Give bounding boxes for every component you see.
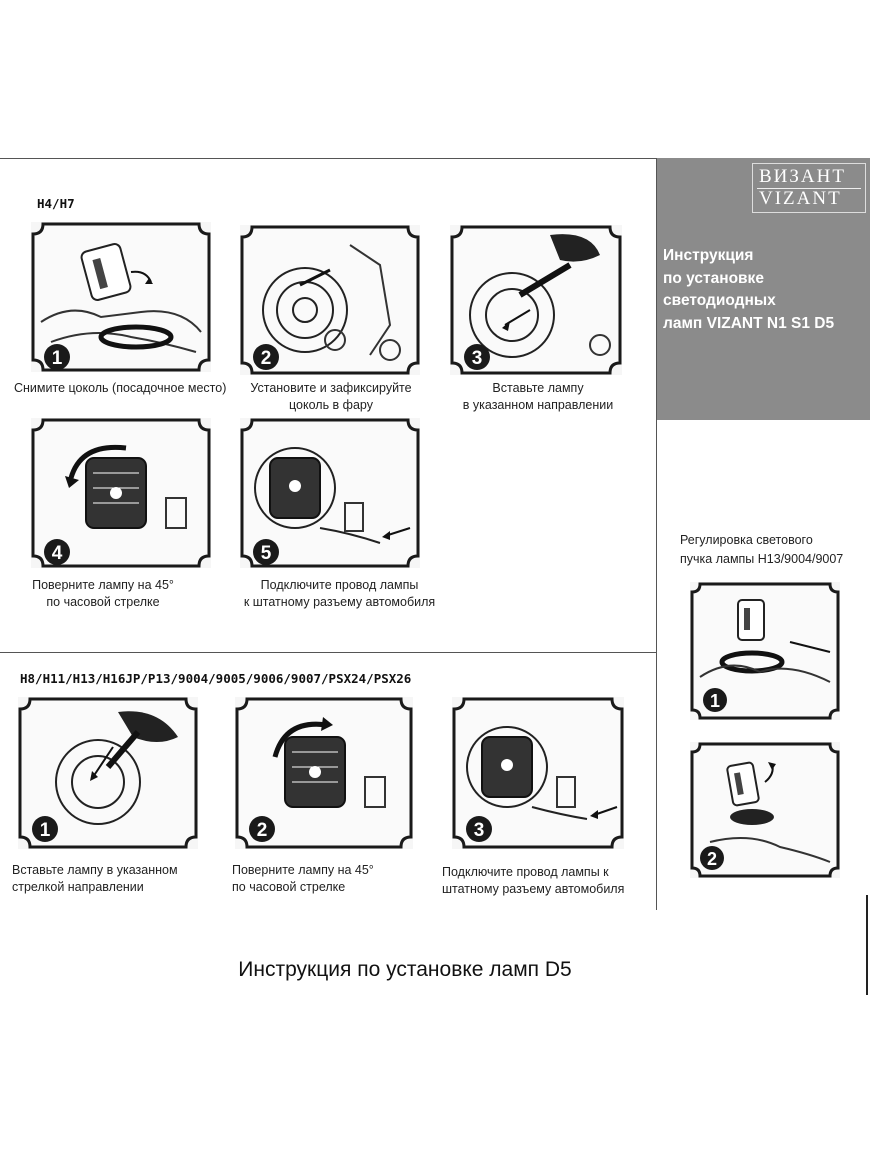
caption-line: Поверните лампу на 45° xyxy=(32,578,174,592)
section-divider xyxy=(0,652,657,653)
caption-line: пучка лампы H13/9004/9007 xyxy=(680,552,844,566)
sidebar-title-line: ламп VIZANT N1 S1 D5 xyxy=(663,314,835,332)
caption-line: Установите и зафиксируйте xyxy=(250,381,412,395)
caption-line: Вставьте лампу в указанном xyxy=(12,863,178,877)
step-illustration xyxy=(31,418,211,568)
step-illustration xyxy=(18,697,198,849)
footer-title: Инструкция по установке ламп D5 xyxy=(238,958,572,981)
caption-line: Вставьте лампу xyxy=(492,381,584,395)
step-illustration xyxy=(452,697,624,849)
caption-line: Подключите провод лампы к xyxy=(442,865,609,879)
step-caption: Снимите цоколь (посадочное место) xyxy=(14,380,226,397)
step-illustration xyxy=(240,225,420,375)
caption-line: по часовой стрелке xyxy=(46,595,160,609)
caption-line: к штатному разъему автомобиля xyxy=(243,595,436,609)
caption-line: в указанном направлении xyxy=(462,398,614,412)
section1-title: H4/H7 xyxy=(37,196,75,211)
step-caption: Поверните лампу на 45° по часовой стрелк… xyxy=(232,862,374,896)
step-caption: Подключите провод лампы к штатному разъе… xyxy=(442,864,624,898)
step-caption: Вставьте лампу в указанном стрелкой напр… xyxy=(12,862,178,896)
adjust-caption: Регулировка светового пучка лампы H13/90… xyxy=(680,531,843,569)
caption-line: Поверните лампу на 45° xyxy=(232,863,374,877)
brand-logo: ВИЗАНТ VIZANT xyxy=(752,163,866,213)
adjust-illustration xyxy=(690,582,840,720)
right-edge-mark xyxy=(866,895,868,995)
step-caption: Подключите провод лампы к штатному разъе… xyxy=(232,577,447,611)
brand-name-en: VIZANT xyxy=(759,188,842,209)
sidebar-divider xyxy=(656,158,657,910)
step-illustration xyxy=(31,222,211,372)
adjust-illustration xyxy=(690,742,840,878)
step-caption: Поверните лампу на 45° по часовой стрелк… xyxy=(12,577,194,611)
section2-title: H8/H11/H13/H16JP/P13/9004/9005/9006/9007… xyxy=(20,671,412,686)
step-caption: Установите и зафиксируйте цоколь в фару xyxy=(238,380,424,414)
step-illustration xyxy=(235,697,413,849)
top-border xyxy=(0,158,657,159)
caption-line: по часовой стрелке xyxy=(232,880,346,894)
caption-line: Подключите провод лампы xyxy=(260,578,419,592)
caption-line: штатному разъему автомобиля xyxy=(442,882,625,896)
caption-line: Снимите цоколь (посадочное место) xyxy=(14,381,227,395)
step-illustration xyxy=(450,225,622,375)
step-caption: Вставьте лампу в указанном направлении xyxy=(452,380,624,414)
caption-line: цоколь в фару xyxy=(289,398,373,412)
sidebar-title: Инструкция по установке светодиодных лам… xyxy=(663,245,868,335)
caption-line: стрелкой направлении xyxy=(12,880,144,894)
caption-line: Регулировка светового xyxy=(680,533,813,547)
sidebar-title-line: по установке xyxy=(663,269,764,287)
sidebar-title-line: Инструкция xyxy=(663,247,754,264)
sidebar-header xyxy=(657,158,870,420)
brand-name-ru: ВИЗАНТ xyxy=(759,166,846,187)
step-illustration xyxy=(240,418,420,568)
sidebar-title-line: светодиодных xyxy=(663,292,776,309)
